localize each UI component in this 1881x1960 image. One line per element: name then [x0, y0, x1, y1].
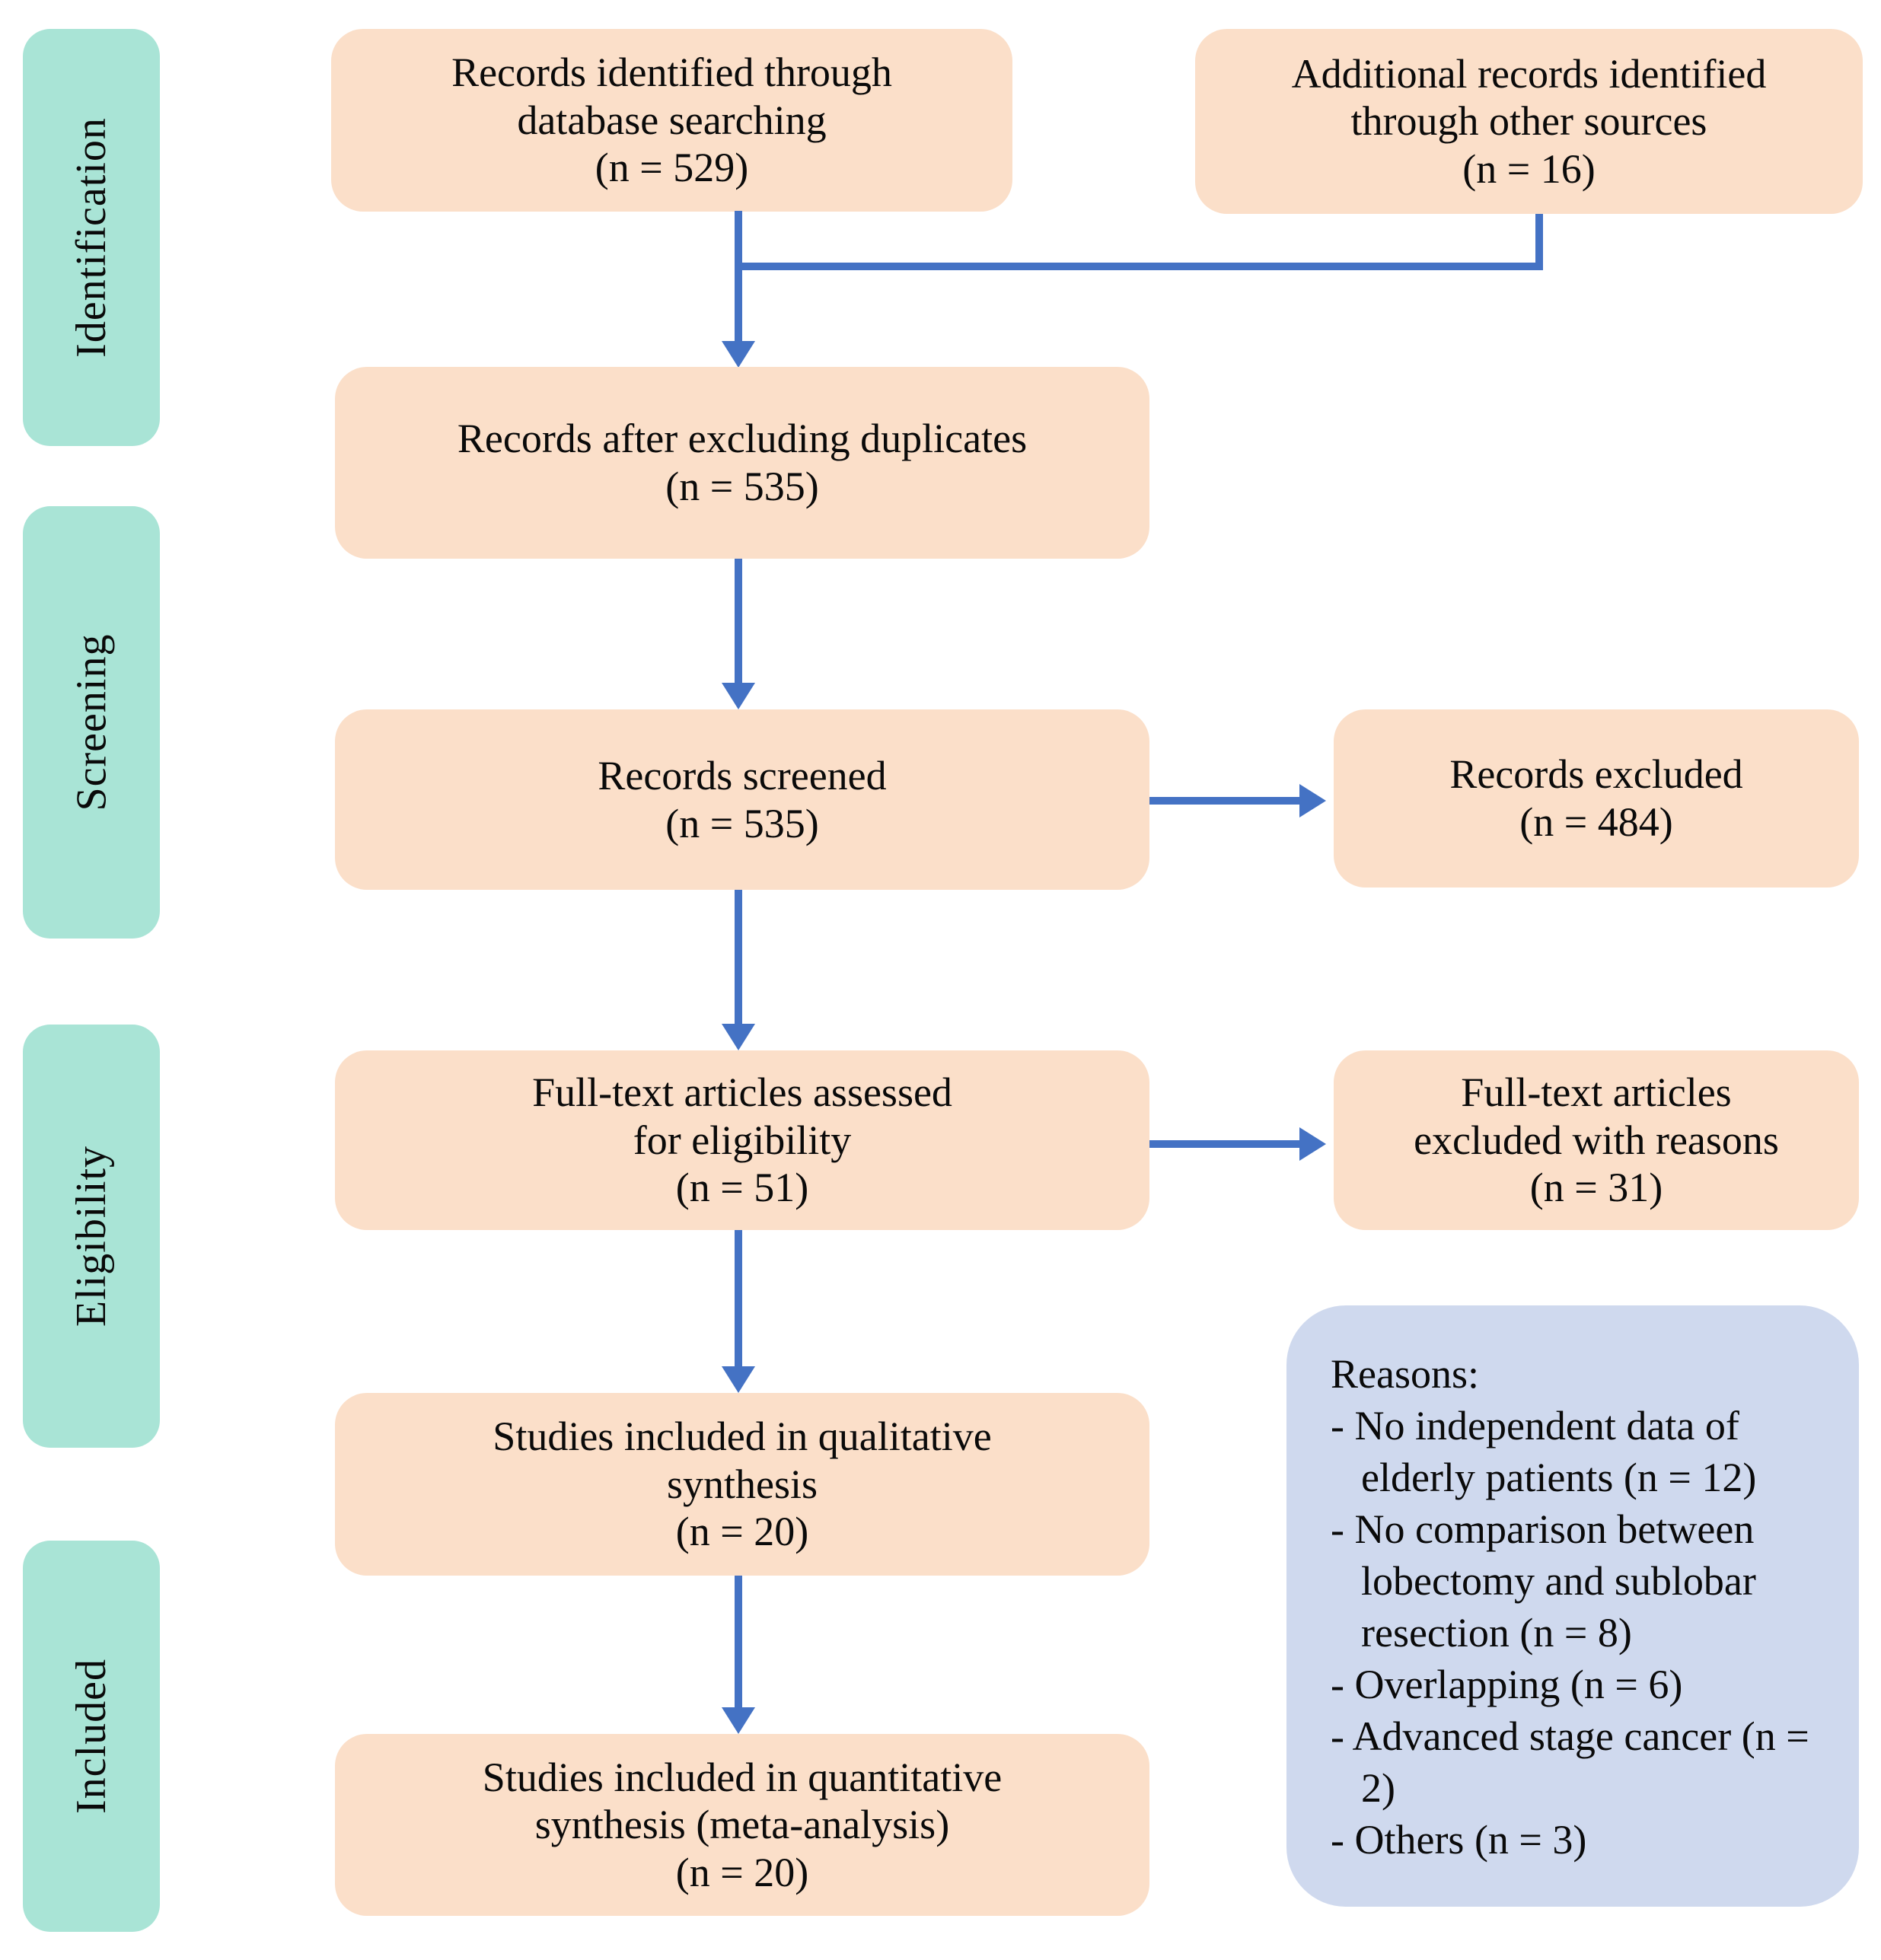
- box-text-line: (n = 51): [675, 1165, 809, 1211]
- connector-qualitative-to-quantitative: [735, 1576, 742, 1708]
- box-text-line: Full-text articles assessed: [532, 1069, 952, 1116]
- box-text-line: Studies included in quantitative: [482, 1754, 1003, 1800]
- arrowhead-down-icon: [722, 341, 755, 368]
- stage-included: Included: [23, 1541, 160, 1932]
- arrowhead-down-icon: [722, 1366, 755, 1393]
- arrowhead-right-icon: [1299, 784, 1326, 817]
- box-records-screened: Records screened (n = 535): [335, 709, 1149, 890]
- reason-item: - Overlapping (n = 6): [1331, 1662, 1683, 1708]
- box-text-line: (n = 529): [595, 145, 749, 191]
- box-text-line: database searching: [517, 97, 827, 143]
- connector-assessed-to-qualitative: [735, 1230, 742, 1367]
- box-text-line: (n = 484): [1519, 799, 1673, 845]
- connector-assessed-to-ft-excluded: [1149, 1140, 1302, 1148]
- reason-item: - Others (n = 3): [1331, 1817, 1587, 1863]
- arrowhead-down-icon: [722, 1024, 755, 1050]
- box-text-line: for eligibility: [633, 1117, 852, 1163]
- box-additional-records: Additional records identified through ot…: [1195, 29, 1863, 214]
- reason-item: - No comparison between lobectomy and su…: [1331, 1506, 1756, 1656]
- arrowhead-right-icon: [1299, 1127, 1326, 1161]
- stage-identification: Identification: [23, 29, 160, 446]
- box-text-line: through other sources: [1350, 98, 1707, 145]
- box-text-line: Full-text articles: [1461, 1069, 1732, 1116]
- box-text-line: Records excluded: [1449, 751, 1743, 798]
- box-text-line: Records identified through: [451, 49, 892, 96]
- box-text-line: (n = 31): [1529, 1165, 1663, 1211]
- connector-dedup-to-screened: [735, 559, 742, 684]
- box-text-line: Additional records identified: [1291, 50, 1767, 97]
- stage-eligibility-label: Eligibility: [68, 1145, 115, 1327]
- connector-identified-down: [735, 211, 742, 342]
- connector-additional-down: [1535, 214, 1543, 270]
- box-text-line: (n = 20): [675, 1849, 809, 1895]
- arrowhead-down-icon: [722, 1707, 755, 1734]
- box-text-line: Studies included in qualitative: [493, 1413, 992, 1460]
- box-text-line: excluded with reasons: [1414, 1117, 1779, 1163]
- stage-eligibility: Eligibility: [23, 1025, 160, 1448]
- reason-item: - Advanced stage cancer (n = 2): [1331, 1713, 1809, 1812]
- box-text-line: (n = 535): [665, 464, 819, 509]
- connector-screened-to-assessed: [735, 890, 742, 1025]
- box-records-excluded: Records excluded (n = 484): [1334, 709, 1859, 888]
- box-fulltext-assessed: Full-text articles assessed for eligibil…: [335, 1050, 1149, 1230]
- reasons-box: Reasons: - No independent data of elderl…: [1286, 1305, 1859, 1907]
- box-text-line: (n = 20): [675, 1509, 809, 1555]
- stage-screening: Screening: [23, 506, 160, 939]
- box-records-identified: Records identified through database sear…: [331, 29, 1012, 212]
- connector-screened-to-excluded: [1149, 797, 1302, 805]
- box-quantitative-synthesis: Studies included in quantitative synthes…: [335, 1734, 1149, 1916]
- box-text-line: Records screened: [598, 752, 887, 798]
- box-text-line: synthesis: [666, 1461, 818, 1507]
- box-records-deduplicated: Records after excluding duplicates (n = …: [335, 367, 1149, 559]
- box-text-line: (n = 16): [1462, 145, 1596, 192]
- connector-merge-horizontal: [735, 263, 1543, 270]
- box-text-line: (n = 535): [665, 800, 819, 846]
- box-text-line: Records after excluding duplicates: [457, 416, 1028, 462]
- stage-identification-label: Identification: [68, 117, 115, 358]
- box-fulltext-excluded: Full-text articles excluded with reasons…: [1334, 1050, 1859, 1230]
- stage-screening-label: Screening: [68, 633, 116, 811]
- reason-item: - No independent data of elderly patient…: [1331, 1403, 1757, 1501]
- arrowhead-down-icon: [722, 683, 755, 709]
- reasons-title: Reasons:: [1331, 1351, 1479, 1397]
- box-text-line: synthesis (meta-analysis): [534, 1802, 950, 1848]
- stage-included-label: Included: [68, 1659, 116, 1814]
- box-qualitative-synthesis: Studies included in qualitative synthesi…: [335, 1393, 1149, 1576]
